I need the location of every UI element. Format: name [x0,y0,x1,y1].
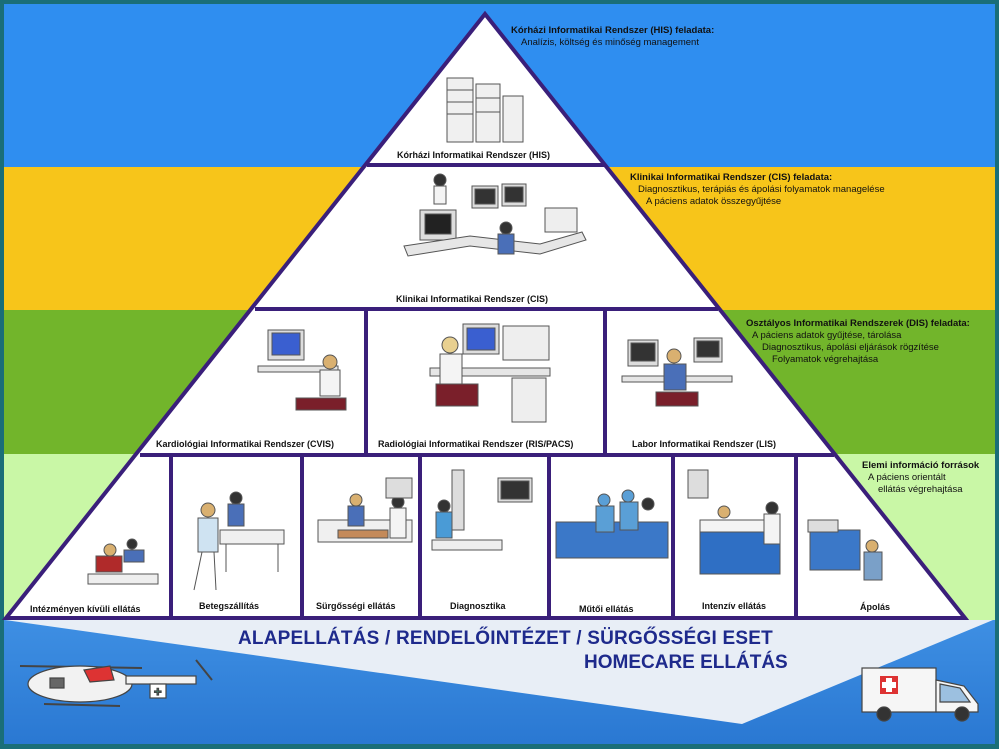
elem-note-line: A páciens orientált [868,472,946,483]
cis-label: Klinikai Informatikai Rendszer (CIS) [396,294,549,304]
dis-note-title: Osztályos Informatikai Rendszerek (DIS) … [746,318,970,329]
elem-note: Elemi információ források A páciens orie… [862,460,979,496]
cis-note-line: A páciens adatok összegyűjtése [646,196,782,207]
cis-note: Klinikai Informatikai Rendszer (CIS) fel… [630,172,885,208]
nursing-illustration [807,519,883,581]
cardiology-workstation-illustration [257,329,347,411]
radiology-workstation-illustration [429,323,551,423]
helicopter-illustration: + [19,659,213,707]
dis-cell-label-lis: Labor Informatikai Rendszer (LIS) [632,439,777,449]
his-note-title: Kórházi Informatikai Rendszer (HIS) fela… [511,25,715,36]
elem-cell-label-surgery: Műtői ellátás [579,604,634,614]
laboratory-workstation-illustration [621,337,733,407]
pyramid-outline [1,10,970,620]
elem-cell-label-intensive: Intenzív ellátás [702,601,767,611]
base-funnel [5,620,993,724]
emergency-care-illustration [317,477,413,543]
elem-cell-label-outpatient: Intézményen kívüli ellátás [30,604,141,614]
base-title-line2: HOMECARE ELLÁTÁS [584,652,788,673]
elem-cell-label-diagnostics: Diagnosztika [450,601,506,611]
his-note-line: Analízis, költség és minőség management [521,37,699,48]
cis-note-line: Diagnosztikus, terápiás és ápolási folya… [638,184,885,195]
patient-transport-illustration [193,491,285,591]
dis-note-line: Diagnosztikus, ápolási eljárások rögzíté… [762,342,939,353]
surgery-illustration [555,489,669,559]
his-note: Kórházi Informatikai Rendszer (HIS) fela… [511,25,714,49]
elem-note-line: ellátás végrehajtása [878,484,963,495]
dis-cell-label-ris: Radiológiai Informatikai Rendszer (RIS/P… [378,439,574,449]
outpatient-care-illustration [87,538,159,585]
svg-text:+: + [154,684,162,699]
intensive-care-illustration [687,469,781,575]
dis-note-line: Folyamatok végrehajtása [772,354,879,365]
elem-note-title: Elemi információ források [862,460,980,471]
his-label: Kórházi Informatikai Rendszer (HIS) [397,150,551,160]
cis-note-title: Klinikai Informatikai Rendszer (CIS) fel… [630,172,833,183]
dis-cell-label-cvis: Kardiológiai Informatikai Rendszer (CVIS… [156,439,335,449]
elem-cell-label-emergency: Sürgősségi ellátás [316,601,396,611]
base-title-line1: ALAPELLÁTÁS / RENDELŐINTÉZET / SÜRGŐSSÉG… [238,628,773,649]
server-rack-illustration [446,77,524,143]
dis-note: Osztályos Informatikai Rendszerek (DIS) … [746,318,970,366]
diagnostics-illustration [431,469,533,551]
elem-cell-label-nursing: Ápolás [860,602,891,612]
clinical-workstation-illustration [403,173,587,257]
ambulance-illustration [861,667,979,722]
dis-note-line: A páciens adatok gyűjtése, tárolása [752,330,902,341]
elem-cell-label-transport: Betegszállítás [199,601,260,611]
